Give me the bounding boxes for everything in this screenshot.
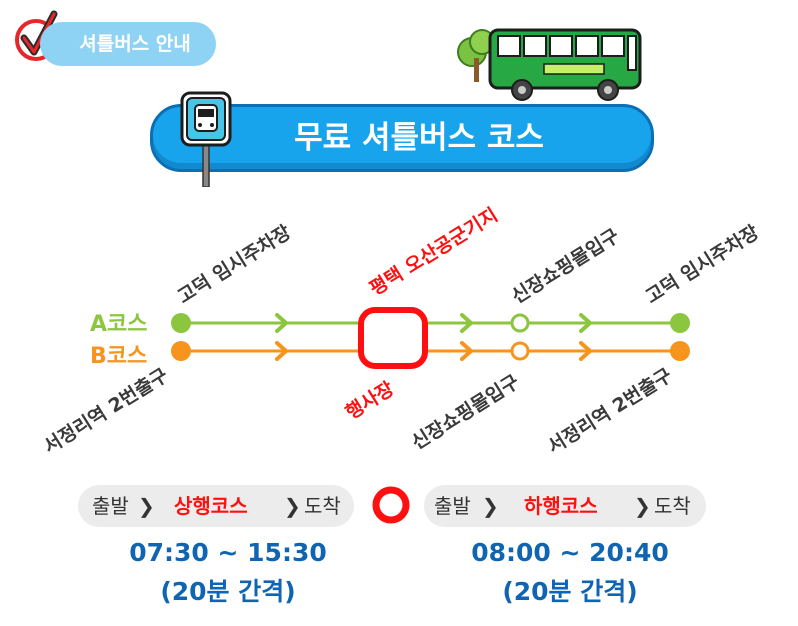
hub-ring-icon — [372, 486, 410, 524]
schedule-right-name: 하행코스 — [524, 494, 598, 518]
schedule-left-to: 도착 — [304, 494, 341, 518]
schedule-right-to: 도착 — [654, 494, 691, 518]
schedule-right-pill — [424, 485, 706, 527]
route-diagram — [171, 307, 690, 369]
schedule-left-time: 07:30 ~ 15:30 — [129, 538, 327, 567]
schedule-right-interval: (20분 간격) — [502, 577, 638, 606]
arrow-icon — [275, 313, 288, 333]
stop-mid-a — [510, 313, 530, 333]
arrow-icon — [579, 341, 592, 361]
arrow-icon — [579, 313, 592, 333]
arrow-icon — [275, 341, 288, 361]
arrow-icon — [460, 313, 473, 333]
hub-stop — [358, 307, 428, 369]
title-banner — [150, 104, 654, 172]
course-a-label: A코스 — [90, 312, 148, 337]
guide-header-label: 셔틀버스 안내 — [40, 22, 216, 66]
chevron-right-icon: ❯ — [284, 494, 301, 518]
stop-start-a — [171, 313, 191, 333]
chevron-right-icon: ❯ — [482, 494, 499, 518]
stop-mid-b — [510, 341, 530, 361]
chevron-right-icon: ❯ — [634, 494, 651, 518]
schedule-right-from: 출발 — [434, 494, 471, 518]
stop-end-b — [670, 341, 690, 361]
chevron-right-icon: ❯ — [138, 494, 155, 518]
schedule-left-pill — [78, 485, 354, 527]
stop-end-a — [670, 313, 690, 333]
stop-start-b — [171, 341, 191, 361]
course-b-label: B코스 — [90, 344, 148, 369]
schedule-left-interval: (20분 간격) — [160, 577, 296, 606]
schedule-left-from: 출발 — [92, 494, 129, 518]
bus-stop-sign-icon — [180, 91, 232, 187]
arrow-icon — [460, 341, 473, 361]
bus-icon — [457, 28, 642, 101]
schedule-right-time: 08:00 ~ 20:40 — [471, 538, 669, 567]
schedule-left-name: 상행코스 — [174, 494, 248, 518]
page-title: 무료 셔틀버스 코스 — [294, 120, 544, 156]
